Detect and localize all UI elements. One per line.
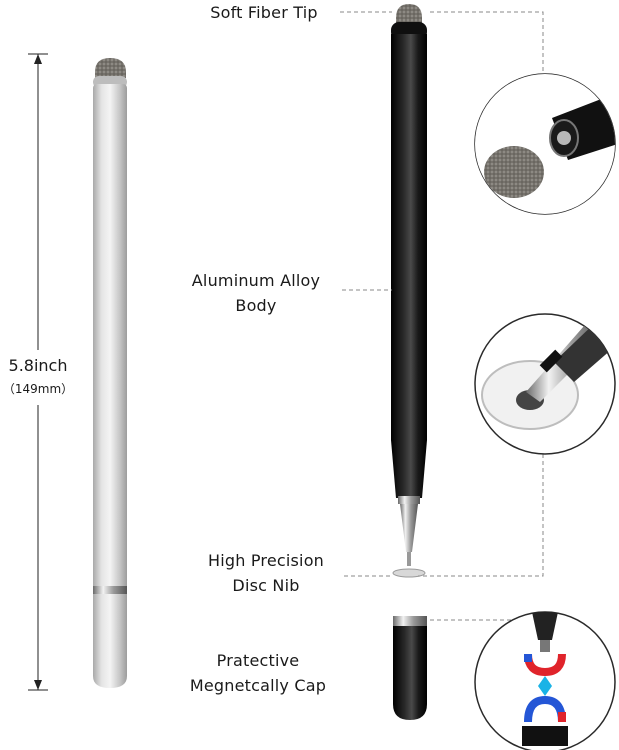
magnetic-cap-line1: Pratective (216, 651, 300, 670)
aluminum-body-label: Aluminum Alloy Body (168, 268, 344, 318)
magnetic-cap-line2: Megnetcally Cap (189, 676, 327, 695)
tip-detail-circle (474, 73, 616, 215)
magnetic-cap (393, 616, 427, 720)
disc-nib-line1: High Precision (207, 551, 325, 570)
length-mm-label: （149mm） (2, 382, 74, 396)
aluminum-body-line1: Aluminum Alloy (191, 271, 321, 290)
disc-nib-line2: Disc Nib (232, 576, 300, 595)
dimension-line (28, 53, 48, 691)
magnetic-cap-label: Pratective Megnetcally Cap (172, 648, 344, 698)
disc-nib-label: High Precision Disc Nib (184, 548, 348, 598)
soft-fiber-tip-label: Soft Fiber Tip (210, 3, 318, 22)
leader-lines (340, 11, 544, 621)
length-inch-label: 5.8inch (8, 356, 68, 375)
black-stylus (391, 4, 427, 578)
silver-stylus (93, 58, 127, 688)
disc-nib-detail-circle (474, 313, 616, 455)
magnet-detail-circle (474, 611, 616, 750)
aluminum-body-line2: Body (235, 296, 277, 315)
